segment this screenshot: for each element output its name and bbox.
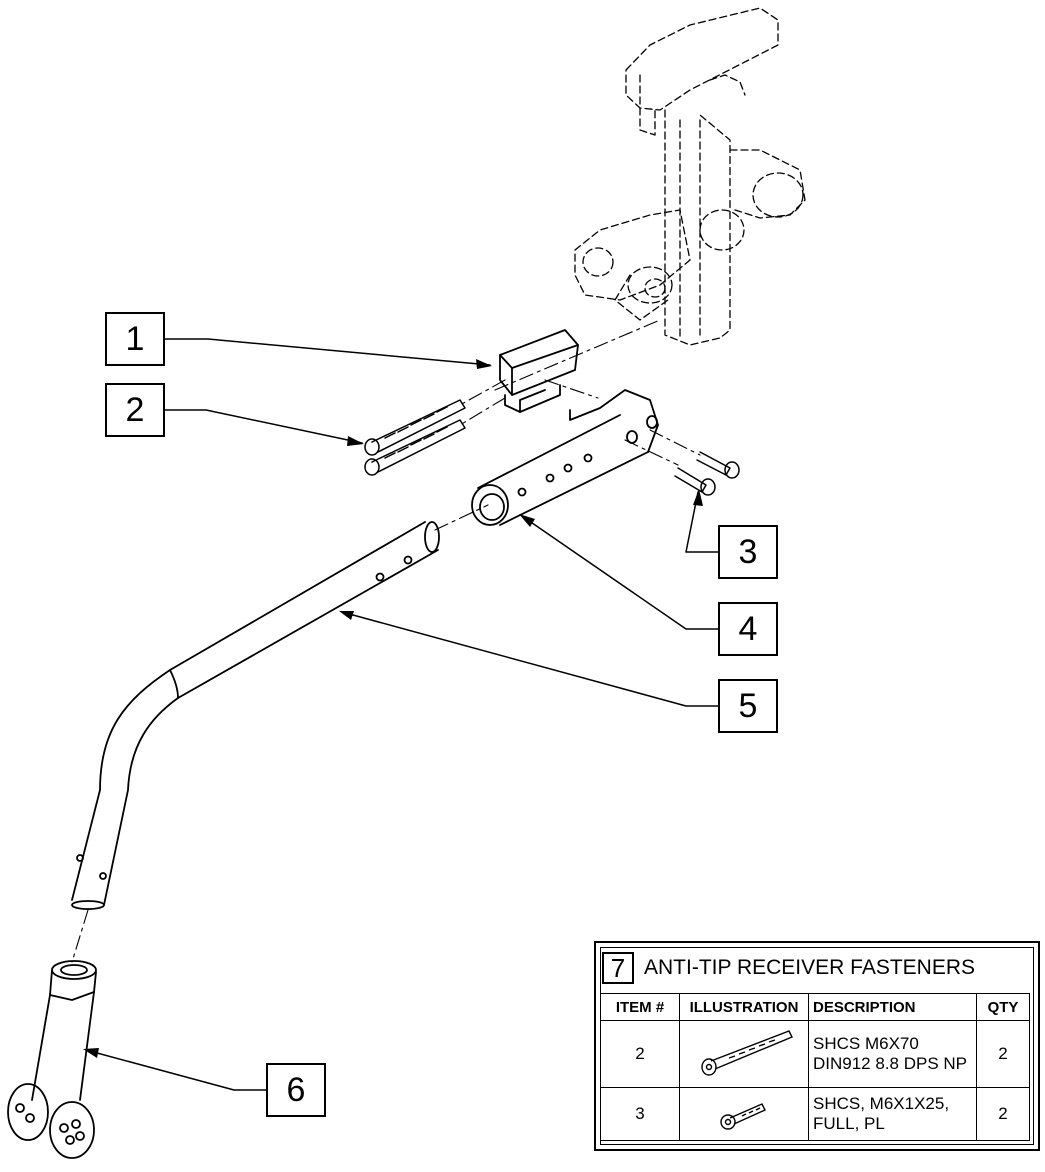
- table-row: 3 SHCS, M6X1X25, FULL, PL 2: [600, 1087, 1030, 1141]
- fastener-table: 7 ANTI-TIP RECEIVER FASTENERS ITEM # ILL…: [594, 941, 1040, 1151]
- callout-4: 4: [718, 602, 778, 656]
- part-6-wheel-fork: [7, 960, 97, 1159]
- row-item-number: 2: [600, 1019, 680, 1089]
- header-illustration: ILLUSTRATION: [679, 993, 809, 1021]
- frame-phantom: [574, 7, 806, 346]
- callout-3: 3: [718, 525, 778, 579]
- part-3-short-screws: [674, 451, 740, 496]
- callout-label: 1: [125, 319, 145, 358]
- table-header-row: ITEM # ILLUSTRATION DESCRIPTION QTY: [600, 993, 1030, 1021]
- description-line-1: SHCS, M6X1X25,: [813, 1094, 950, 1114]
- row-item-number: 3: [600, 1087, 680, 1141]
- row-description: SHCS, M6X1X25, FULL, PL: [808, 1087, 977, 1141]
- short-bolt-icon: [720, 1102, 766, 1130]
- description-line-2: DIN912 8.8 DPS NP: [813, 1054, 968, 1074]
- callout-label: 2: [125, 390, 145, 429]
- fastener-table-title: ANTI-TIP RECEIVER FASTENERS: [644, 956, 976, 979]
- header-item: ITEM #: [600, 993, 680, 1021]
- long-bolt-icon: [701, 1029, 793, 1076]
- callout-label: 4: [738, 609, 758, 648]
- header-qty: QTY: [976, 993, 1030, 1021]
- row-illustration: [679, 1087, 809, 1141]
- row-qty: 2: [976, 1087, 1030, 1141]
- callout-5: 5: [718, 679, 778, 733]
- description-line-1: SHCS M6X70: [813, 1034, 919, 1054]
- part-5-anti-tip-tube: [71, 521, 440, 910]
- row-description: SHCS M6X70 DIN912 8.8 DPS NP: [808, 1019, 977, 1089]
- leader-arrowheads: [83, 359, 703, 1058]
- callout-label: 3: [738, 532, 758, 571]
- part-2-long-screws: [364, 399, 466, 476]
- header-description: DESCRIPTION: [808, 993, 977, 1021]
- table-row: 2 SHCS M6X70 DIN912 8.8 DPS NP 2: [600, 1019, 1030, 1089]
- callout-label: 6: [286, 1070, 306, 1109]
- fastener-parts-table: ITEM # ILLUSTRATION DESCRIPTION QTY 2 SH…: [600, 993, 1030, 1141]
- part-1-spacer-block: [499, 329, 579, 413]
- leader-lines: [85, 338, 719, 1091]
- callout-2: 2: [105, 383, 165, 437]
- fastener-table-title-row: 7 ANTI-TIP RECEIVER FASTENERS: [602, 949, 975, 987]
- callout-label: 5: [738, 686, 758, 725]
- row-illustration: [679, 1019, 809, 1089]
- callout-6: 6: [266, 1063, 326, 1117]
- fastener-table-number: 7: [602, 952, 634, 984]
- part-4-receiver-tube: [471, 389, 659, 526]
- description-line-2: FULL, PL: [813, 1114, 885, 1134]
- row-qty: 2: [976, 1019, 1030, 1089]
- callout-1: 1: [105, 312, 165, 366]
